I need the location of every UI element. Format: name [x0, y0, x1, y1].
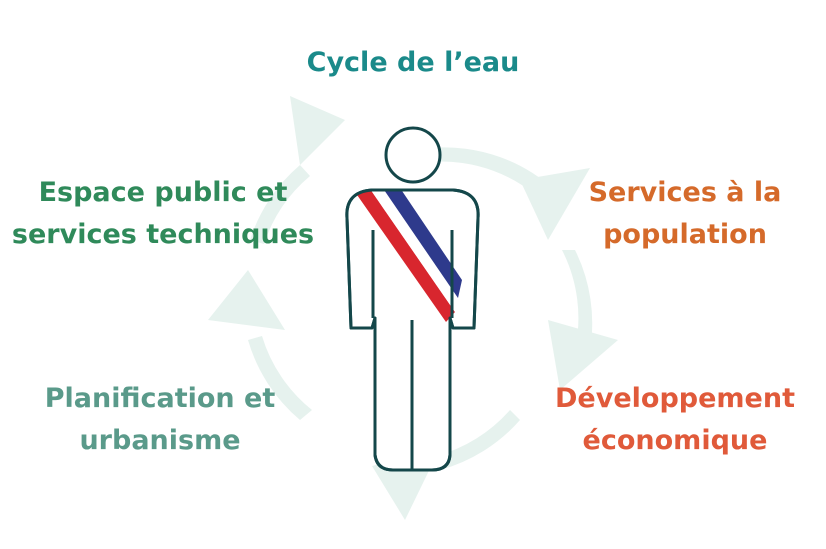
cycle-arc-bottom	[436, 410, 520, 470]
topic-line: population	[603, 219, 767, 250]
topic-line: Planification et	[44, 383, 276, 414]
topic-economic-development: Développement économique	[530, 378, 820, 462]
cycle-arc-left-top	[250, 165, 310, 244]
cycle-arrowhead-top-right	[520, 168, 590, 240]
sash-red-band	[355, 190, 455, 322]
cycle-arc-left-bottom	[248, 336, 312, 420]
topic-line: Cycle de l’eau	[306, 47, 520, 78]
topic-line: services techniques	[11, 219, 315, 250]
figure-head	[384, 126, 442, 184]
topic-water-cycle: Cycle de l’eau	[263, 42, 563, 84]
tricolour-sash	[355, 190, 462, 322]
topic-line: Développement	[555, 383, 795, 414]
figure-body-outline	[345, 188, 480, 472]
topic-urban-planning: Planification et urbanisme	[20, 378, 300, 462]
topic-line: économique	[582, 425, 768, 456]
topic-line: Espace public et	[38, 177, 288, 208]
topic-line: Services à la	[588, 177, 782, 208]
cycle-arc-top-right	[430, 147, 560, 206]
sash-blue-band	[380, 190, 462, 298]
cycle-arrowhead-right	[548, 320, 618, 390]
cycle-arc-right	[562, 250, 593, 350]
sash-white-band	[368, 190, 458, 312]
cycle-arrowhead-top-left	[290, 96, 345, 165]
topic-public-space: Espace public et services techniques	[8, 172, 318, 256]
mayor-figure	[345, 126, 480, 472]
topic-population-services: Services à la population	[560, 172, 810, 256]
cycle-arrowhead-left	[208, 270, 285, 330]
topic-line: urbanisme	[79, 425, 241, 456]
